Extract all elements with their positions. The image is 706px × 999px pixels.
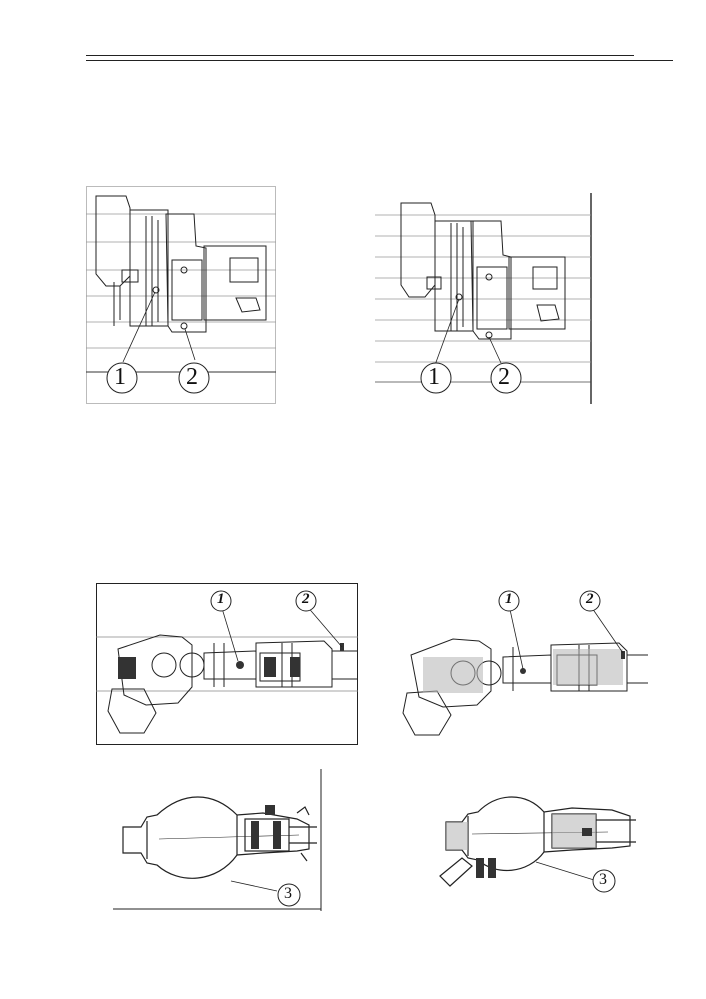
callout-3: 3	[599, 871, 607, 888]
axle-right-figure: 1 2	[393, 583, 648, 745]
callout-1: 1	[114, 364, 126, 390]
gearbox-right-figure: 1 2	[375, 193, 593, 404]
housing-left-drawing	[113, 769, 322, 911]
callout-1: 1	[505, 591, 513, 607]
gearbox-right-drawing	[375, 193, 592, 404]
housing-left-figure: 3	[113, 769, 323, 911]
callout-2: 2	[186, 364, 198, 390]
callout-2: 2	[498, 364, 510, 390]
callout-2: 2	[302, 591, 310, 607]
axle-left-drawing	[96, 583, 358, 745]
callout-2: 2	[586, 591, 594, 607]
housing-right-drawing	[439, 796, 636, 893]
axle-right-drawing	[402, 590, 648, 736]
header-rule-top	[86, 55, 634, 56]
callout-3: 3	[284, 885, 292, 902]
housing-right-figure: 3	[432, 788, 636, 896]
gearbox-left-drawing	[86, 186, 276, 404]
callout-1: 1	[428, 364, 440, 390]
callout-1: 1	[217, 591, 225, 607]
header-rule-bottom	[86, 60, 673, 61]
gearbox-left-figure: 1 2	[86, 186, 276, 404]
axle-left-figure: 1 2	[96, 583, 358, 745]
